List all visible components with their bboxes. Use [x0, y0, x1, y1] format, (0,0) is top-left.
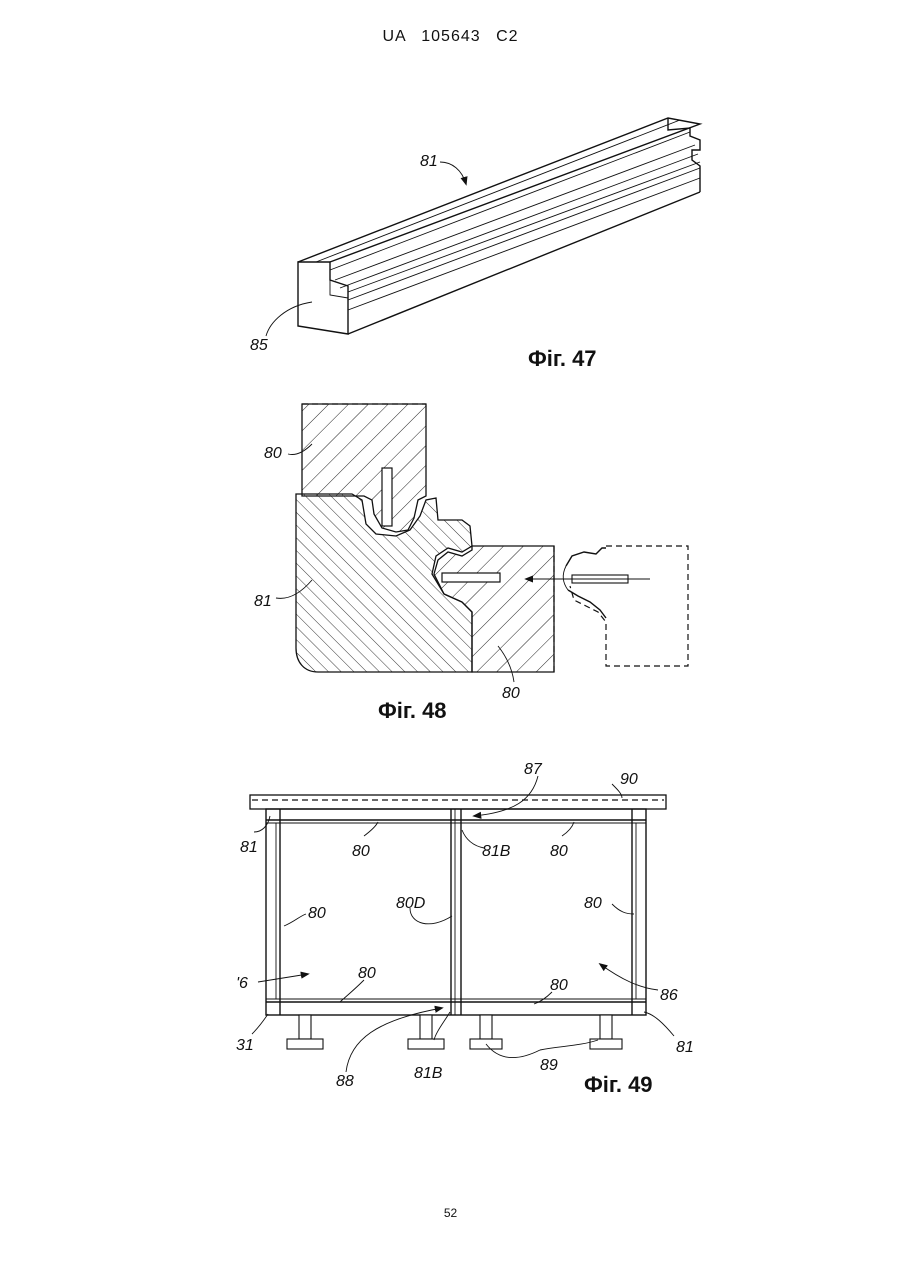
label-89: 89 — [540, 1057, 558, 1074]
label-81B-bottom: 81B — [414, 1065, 443, 1082]
figure-48: 80 81 80 Фіг. 48 — [254, 404, 688, 723]
label-80-top-left: 80 — [352, 843, 370, 860]
label-80-bottom: 80 — [502, 685, 520, 702]
label-86: 86 — [660, 987, 678, 1004]
label-81-bottom-left: 31 — [236, 1037, 254, 1054]
label-81B-top: 81B — [482, 843, 511, 860]
label-87: 87 — [524, 761, 543, 778]
label-81: 81 — [420, 153, 438, 170]
label-80-bottom-left: 80 — [358, 965, 376, 982]
label-85: 85 — [250, 337, 268, 354]
label-80D: 80D — [396, 895, 426, 912]
label-88: 88 — [336, 1073, 354, 1090]
page-number: 52 — [0, 1206, 901, 1220]
label-90: 90 — [620, 771, 638, 788]
label-81-corner: 81 — [254, 593, 272, 610]
caption-fig-48: Фіг. 48 — [378, 698, 447, 723]
caption-fig-49: Фіг. 49 — [584, 1072, 653, 1097]
label-81-bottom-right: 81 — [676, 1039, 694, 1056]
feet-89 — [287, 1015, 622, 1049]
label-81-top-left: 81 — [240, 839, 258, 856]
label-80-top: 80 — [264, 445, 282, 462]
profile-81-perspective — [298, 118, 700, 334]
figure-47: 81 85 Фіг. 47 — [250, 118, 700, 371]
slab-90 — [250, 795, 666, 809]
label-80-bottom-right: 80 — [550, 977, 568, 994]
label-6: '6 — [236, 975, 248, 992]
label-80-right: 80 — [584, 895, 602, 912]
label-80-top-right: 80 — [550, 843, 568, 860]
figure-49: 87 90 81 80 81B 80 80 80D 80 '6 80 80 86… — [236, 761, 694, 1097]
label-80-left: 80 — [308, 905, 326, 922]
caption-fig-47: Фіг. 47 — [528, 346, 597, 371]
